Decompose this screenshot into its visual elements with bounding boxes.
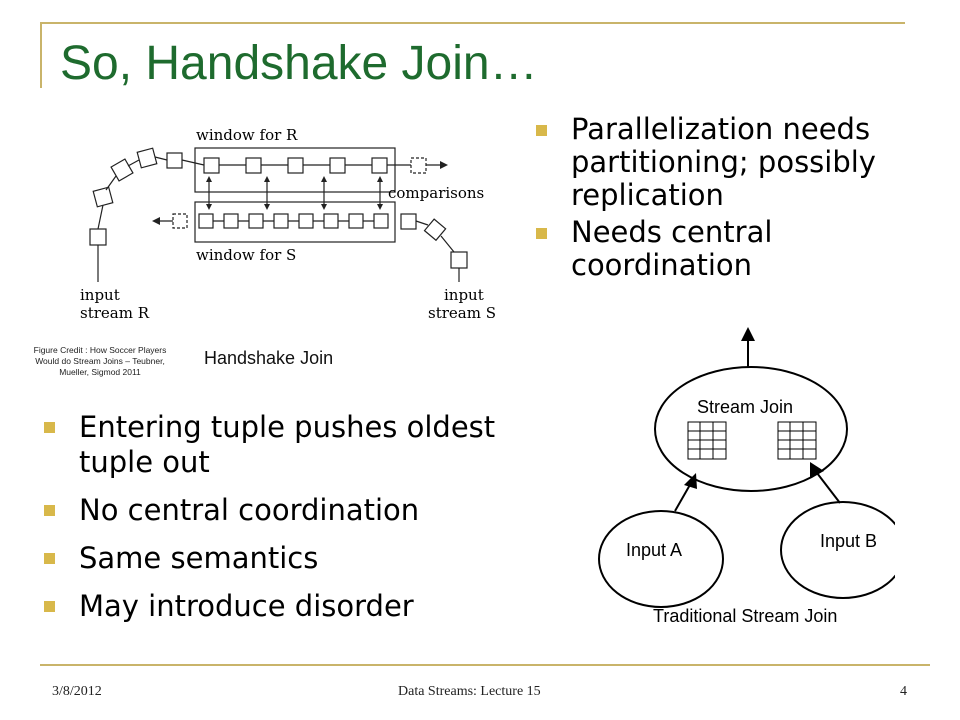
footer-center: Data Streams: Lecture 15 [398, 684, 541, 699]
comparisons-label: comparisons [388, 184, 484, 202]
frame-left-line [40, 22, 42, 88]
bullet-item: Entering tuple pushes oldest tuple out [44, 410, 514, 480]
stream-join-ellipse [654, 366, 848, 492]
left-bullet-list: Entering tuple pushes oldest tuple out N… [44, 410, 514, 637]
bullet-item: No central coordination [44, 493, 514, 528]
bullet-marker [44, 505, 55, 516]
traditional-join-figure: Stream Join Input A Input B Traditional … [598, 327, 895, 626]
frame-bottom-line [40, 664, 930, 666]
bullet-marker [44, 601, 55, 612]
right-table-icon [777, 421, 817, 460]
input-b-label: Input B [820, 531, 877, 551]
figure-credit: Figure Credit : How Soccer Players Would… [33, 345, 167, 377]
input-s-label-2: stream S [428, 304, 496, 322]
traditional-join-caption: Traditional Stream Join [653, 606, 837, 626]
bullet-text: May introduce disorder [79, 589, 414, 623]
input-s-label-1: input [444, 286, 484, 304]
handshake-join-figure: window for R comparisons window for S in… [80, 126, 496, 322]
input-a-ellipse [598, 510, 724, 608]
slide-title: So, Handshake Join… [60, 37, 538, 90]
input-r-label-1: input [80, 286, 120, 304]
bullet-marker [44, 553, 55, 564]
figure-caption: Handshake Join [204, 348, 334, 368]
input-r-label-2: stream R [80, 304, 150, 322]
footer-page-number: 4 [900, 684, 907, 699]
window-r-label: window for R [196, 126, 298, 144]
bullet-text: Same semantics [79, 541, 319, 575]
window-r-box [194, 147, 396, 193]
input-b-ellipse [780, 501, 895, 599]
bullet-item: Parallelization needs partitioning; poss… [536, 113, 952, 212]
stream-join-label: Stream Join [697, 397, 793, 417]
footer-date: 3/8/2012 [52, 684, 102, 699]
left-table-icon [687, 421, 727, 460]
input-a-label: Input A [626, 540, 682, 560]
bullet-item: May introduce disorder [44, 589, 514, 624]
window-s-box [194, 201, 396, 243]
right-bullet-list: Parallelization needs partitioning; poss… [536, 113, 952, 286]
window-s-label: window for S [196, 246, 296, 264]
bullet-text: Parallelization needs partitioning; poss… [571, 112, 876, 212]
bullet-text: No central coordination [79, 493, 420, 527]
bullet-marker [536, 125, 547, 136]
bullet-item: Same semantics [44, 541, 514, 576]
bullet-item: Needs central coordination [536, 216, 952, 282]
bullet-marker [44, 422, 55, 433]
frame-top-line [40, 22, 905, 24]
bullet-marker [536, 228, 547, 239]
bullet-text: Entering tuple pushes oldest tuple out [79, 410, 496, 479]
bullet-text: Needs central coordination [571, 215, 773, 282]
